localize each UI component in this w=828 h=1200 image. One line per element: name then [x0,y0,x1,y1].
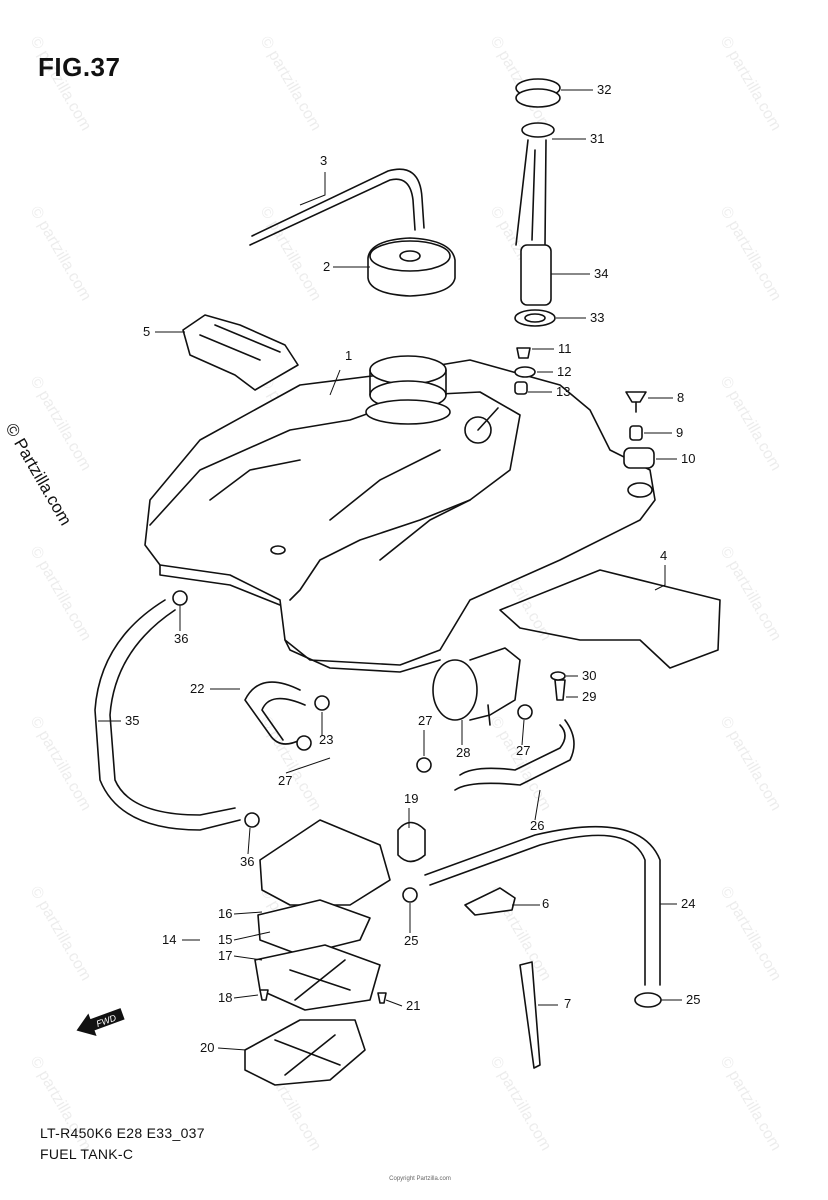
part-callout-7: 7 [564,996,571,1011]
part-callout-36: 36 [240,854,254,869]
part-callout-22: 22 [190,681,204,696]
clamp-tie-drawing [519,961,541,1069]
part-callout-10: 10 [681,451,695,466]
diagram-name: FUEL TANK-C [40,1146,134,1162]
part-callout-17: 17 [218,948,232,963]
part-callout-32: 32 [597,82,611,97]
hardware-drawing [514,347,655,469]
fwd-arrow: FWD [76,1008,125,1037]
watermark-text: © partzilla.com [717,544,785,644]
leader-line [217,1047,247,1051]
part-callout-30: 30 [582,668,596,683]
part-callout-15: 15 [218,932,232,947]
leader-line [233,931,271,941]
part-callout-26: 26 [530,818,544,833]
fuel-pump-drawing [244,819,426,1086]
watermark-text: © partzilla.com [717,1054,785,1154]
watermark-text: © partzilla.com [257,204,325,304]
fuel-cap-drawing [367,237,456,297]
fuel-gauge-drawing [514,78,561,327]
part-callout-8: 8 [677,390,684,405]
hose-24-drawing [424,825,661,986]
part-callout-35: 35 [125,713,139,728]
part-callout-25: 25 [686,992,700,1007]
copyright-note: Copyright Partzilla.com [389,1176,451,1182]
part-callout-3: 3 [320,153,327,168]
part-callout-34: 34 [594,266,608,281]
watermark-text: © partzilla.com [27,884,95,984]
watermark-text: © partzilla.com [27,34,95,134]
figure-title: FIG.37 [38,52,121,82]
cushion-drawing [182,314,299,391]
part-callout-36: 36 [174,631,188,646]
part-callout-20: 20 [200,1040,214,1055]
leader-line [521,719,525,746]
breather-hose-drawing [249,168,425,246]
part-callout-14: 14 [162,932,176,947]
fuel-valve-drawing [432,647,521,726]
watermark-text: © partzilla.com [257,34,325,134]
watermark-text: © partzilla.com [27,544,95,644]
hose-35-drawing [94,599,241,831]
watermark-text: © partzilla.com [27,714,95,814]
part-callout-28: 28 [456,745,470,760]
leader-line [534,789,541,821]
watermark-text: © partzilla.com [487,714,555,814]
part-callout-27: 27 [516,743,530,758]
clamps-drawing [172,590,662,1008]
leader-line [654,565,666,591]
part-callout-31: 31 [590,131,604,146]
leader-line [385,999,403,1007]
watermark-text: © partzilla.com [717,714,785,814]
leader-line [247,827,251,855]
part-callout-4: 4 [660,548,667,563]
part-callout-29: 29 [582,689,596,704]
watermark-text: © partzilla.com [717,34,785,134]
watermark-text: © partzilla.com [487,1054,555,1154]
part-callout-23: 23 [319,732,333,747]
part-callout-13: 13 [556,384,570,399]
model-code: LT-R450K6 E28 E33_037 [40,1125,205,1141]
part-callout-9: 9 [676,425,683,440]
part-callout-12: 12 [557,364,571,379]
heat-shield-drawing [499,569,721,669]
leader-line [299,172,326,206]
watermark-text: © partzilla.com [717,204,785,304]
part-callout-24: 24 [681,896,695,911]
part-callout-21: 21 [406,998,420,1013]
part-callout-19: 19 [404,791,418,806]
leader-line [285,757,331,774]
part-callout-27: 27 [278,773,292,788]
leader-line [233,955,263,961]
part-callout-2: 2 [323,259,330,274]
part-callout-1: 1 [345,348,352,363]
protector-drawing [464,887,516,916]
leader-line [233,911,263,915]
part-callout-27: 27 [418,713,432,728]
part-callout-25: 25 [404,933,418,948]
watermark-text: © partzilla.com [27,204,95,304]
watermark-text: © partzilla.com [717,884,785,984]
part-callout-6: 6 [542,896,549,911]
fwd-label: FWD [95,1012,118,1029]
watermark-text: © partzilla.com [717,374,785,474]
leader-line [233,994,259,999]
part-callout-33: 33 [590,310,604,325]
part-callout-18: 18 [218,990,232,1005]
fuel-tank-drawing [144,355,656,673]
part-callout-16: 16 [218,906,232,921]
hose-26-drawing [454,719,575,791]
hose-22-drawing [244,681,306,745]
part-callout-11: 11 [558,341,572,356]
part-callout-5: 5 [143,324,150,339]
leader-line [329,369,341,396]
